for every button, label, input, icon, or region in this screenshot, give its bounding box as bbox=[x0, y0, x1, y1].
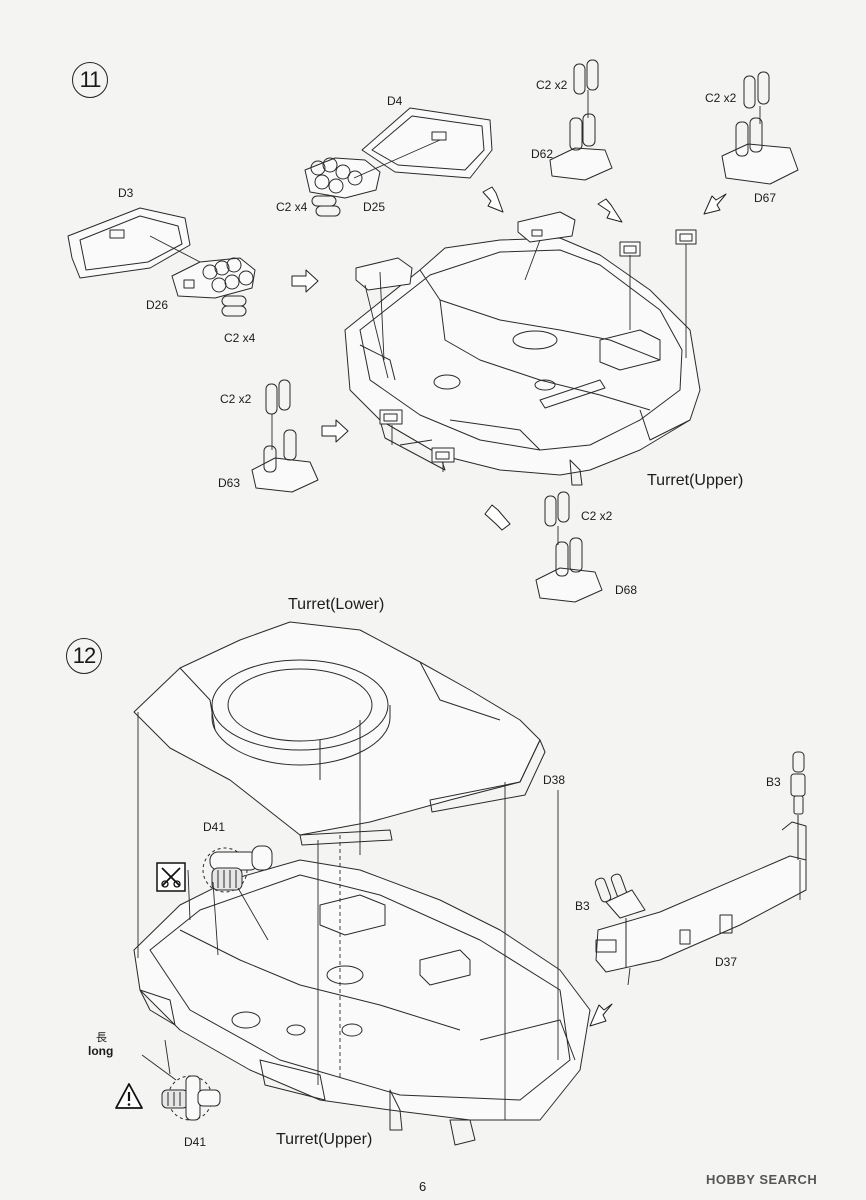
d63-launcher bbox=[251, 379, 319, 493]
label-d68: D68 bbox=[615, 583, 638, 597]
label-b3-mid: B3 bbox=[575, 899, 590, 913]
label-d3: D3 bbox=[118, 186, 134, 200]
label-d25: D25 bbox=[363, 200, 386, 214]
label-c2x4-a: C2 x4 bbox=[276, 200, 308, 214]
label-c2x4-b: C2 x4 bbox=[224, 331, 256, 345]
label-long: long bbox=[88, 1044, 114, 1058]
label-d38: D38 bbox=[543, 773, 566, 787]
turret-upper-part-step12 bbox=[133, 859, 591, 1146]
label-d4: D4 bbox=[387, 94, 403, 108]
label-d37: D37 bbox=[715, 955, 738, 969]
label-d41-bottom: D41 bbox=[184, 1135, 207, 1149]
assembly-arrow-icon-step12 bbox=[589, 1003, 613, 1027]
step-11-label: 11 bbox=[79, 67, 102, 92]
d41-part bbox=[202, 845, 273, 893]
label-c2x2-d: C2 x2 bbox=[581, 509, 613, 523]
d67-launcher bbox=[721, 71, 799, 185]
label-long-kanji: 長 bbox=[96, 1031, 107, 1044]
step-12-number: 12 bbox=[66, 638, 102, 674]
d41-bottom-part bbox=[161, 1075, 221, 1121]
label-c2x2-c: C2 x2 bbox=[220, 392, 252, 406]
label-turret-lower: Turret(Lower) bbox=[288, 596, 385, 613]
label-d67: D67 bbox=[754, 191, 777, 205]
label-turret-upper-11: Turret(Upper) bbox=[647, 472, 744, 489]
d68-launcher bbox=[535, 491, 603, 603]
label-d63: D63 bbox=[218, 476, 241, 490]
turret-lower-part bbox=[133, 621, 546, 846]
d26-launcher bbox=[171, 257, 256, 299]
label-c2x2-b: C2 x2 bbox=[705, 91, 737, 105]
label-c2x2-a: C2 x2 bbox=[536, 78, 568, 92]
assembly-arrow-icon bbox=[291, 186, 727, 531]
label-turret-upper-12: Turret(Upper) bbox=[276, 1131, 373, 1148]
page-number: 6 bbox=[419, 1179, 427, 1194]
no-cut-icon bbox=[156, 862, 186, 892]
label-d26: D26 bbox=[146, 298, 169, 312]
step-12-label: 12 bbox=[72, 643, 97, 668]
label-b3-top: B3 bbox=[766, 775, 781, 789]
warning-triangle-icon bbox=[115, 1083, 143, 1109]
watermark: HOBBY SEARCH bbox=[706, 1172, 818, 1187]
label-d41-top: D41 bbox=[203, 820, 226, 834]
step-11-number: 11 bbox=[72, 62, 108, 98]
label-d62: D62 bbox=[531, 147, 554, 161]
d62-launcher bbox=[549, 59, 613, 181]
d37-rail bbox=[595, 821, 807, 973]
turret-upper-part bbox=[344, 237, 701, 486]
d25-launcher bbox=[304, 157, 381, 199]
